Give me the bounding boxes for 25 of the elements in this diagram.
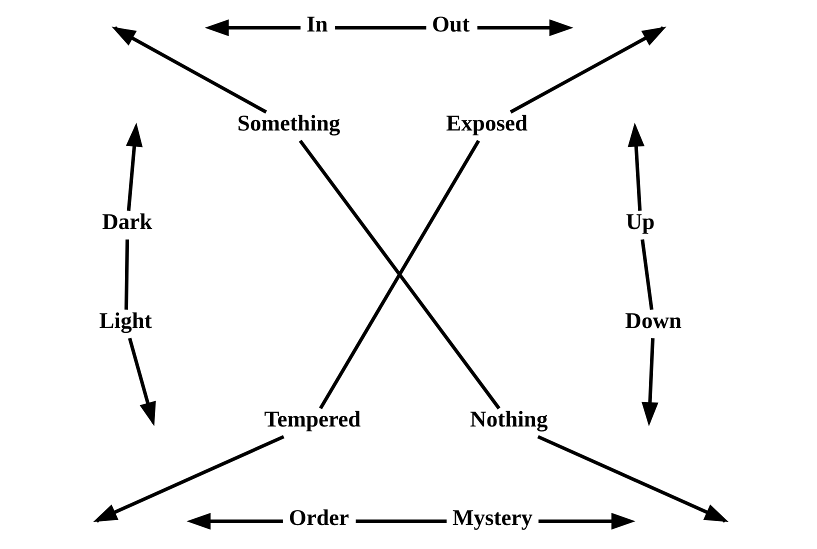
node-text: Dark bbox=[102, 209, 152, 234]
connector bbox=[318, 140, 480, 410]
arrow bbox=[538, 512, 635, 530]
node-text: Up bbox=[625, 209, 654, 234]
arrow bbox=[204, 19, 300, 36]
connector bbox=[124, 239, 129, 310]
arrow bbox=[476, 19, 573, 36]
node-text: Light bbox=[98, 308, 152, 333]
connector bbox=[640, 239, 653, 310]
arrow bbox=[627, 122, 644, 211]
node-text: Mystery bbox=[452, 505, 532, 530]
node-text: Something bbox=[236, 110, 340, 136]
node-text: Down bbox=[624, 308, 682, 333]
node-text: Exposed bbox=[446, 110, 528, 136]
arrow bbox=[186, 512, 282, 530]
node-text: Order bbox=[288, 505, 349, 530]
connector bbox=[334, 26, 426, 30]
node-text: Out bbox=[432, 12, 470, 37]
arrow bbox=[641, 338, 658, 426]
node-text: In bbox=[306, 12, 328, 37]
node-text: Nothing bbox=[470, 406, 548, 432]
connector bbox=[355, 519, 446, 523]
arrow bbox=[125, 122, 142, 211]
connector bbox=[298, 140, 500, 410]
node-text: Tempered bbox=[264, 406, 360, 432]
